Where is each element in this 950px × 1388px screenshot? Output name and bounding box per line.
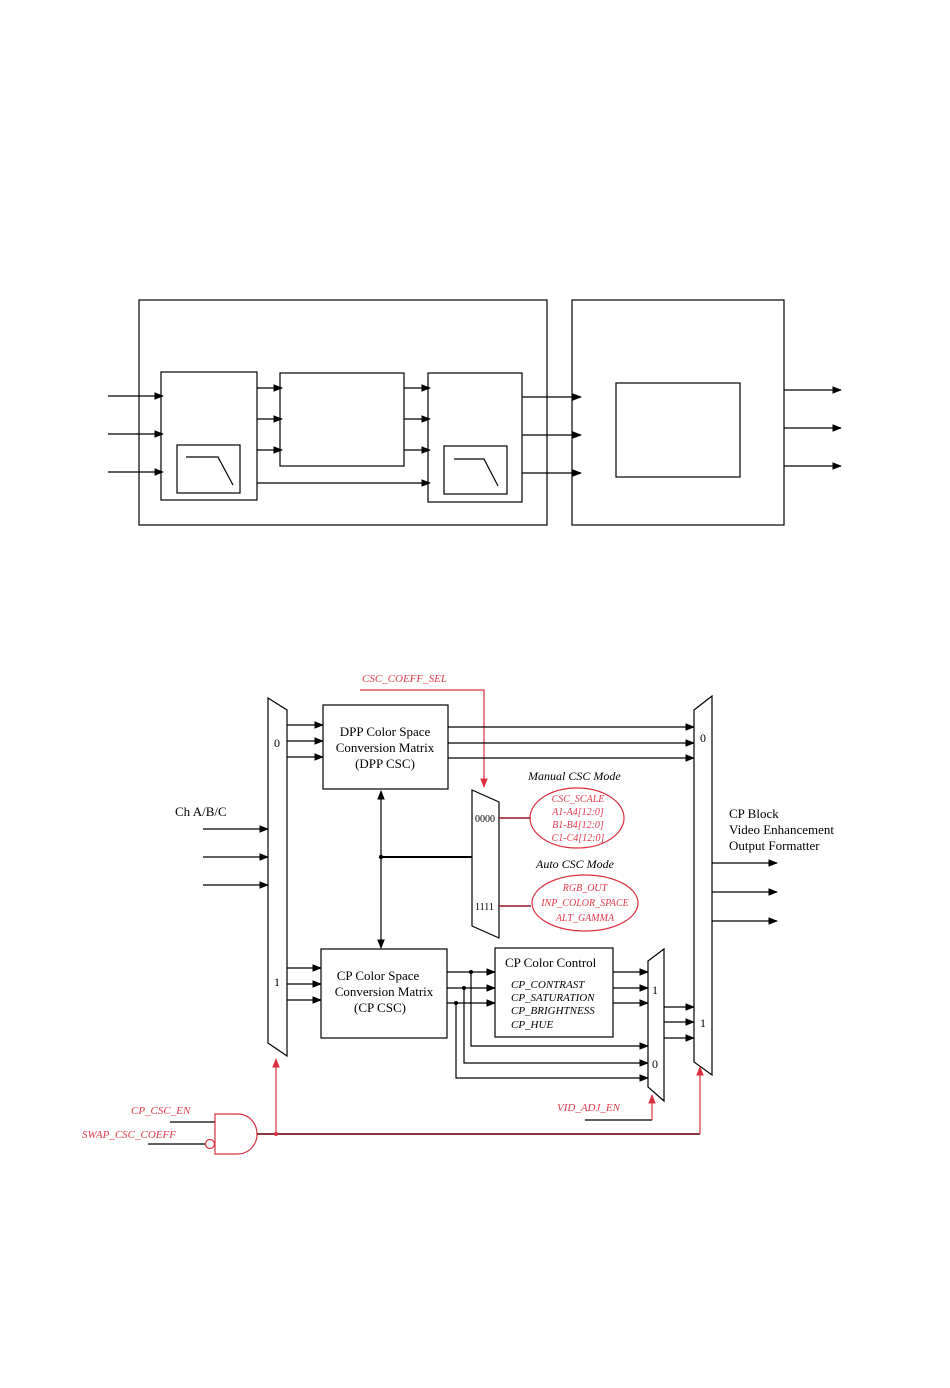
- color-control-to-adj-mux-arrows: [613, 968, 649, 1007]
- filter-block-1: [160, 371, 258, 501]
- cp-csc-block: [320, 948, 448, 1039]
- auto-params-oval: [531, 874, 639, 932]
- dpp-csc-line1: DPP Color Space: [340, 724, 431, 739]
- output-mux: [693, 694, 713, 1077]
- auto-param-2: ALT_GAMMA: [555, 913, 615, 924]
- coeff-mux: [471, 789, 500, 939]
- input-label: Ch A/B/C: [175, 804, 227, 819]
- filter-block-2: [427, 372, 523, 503]
- top-diagram: [108, 299, 842, 526]
- manual-param-0: CSC_SCALE: [552, 794, 605, 805]
- color-control-bypass-lines: [454, 970, 649, 1082]
- enable-junction: [274, 1132, 278, 1136]
- cp-color-control-title: CP Color Control: [505, 955, 597, 970]
- inner-output-block: [615, 382, 741, 478]
- vid-adj-en-label: VID_ADJ_EN: [557, 1102, 621, 1114]
- manual-param-3: C1-C4[12:0]: [552, 833, 605, 844]
- output-mux-sel0: 0: [700, 731, 706, 745]
- lowpass-curve-2: [454, 458, 499, 487]
- cp-csc-line1: CP Color Space: [337, 968, 420, 983]
- top-filter2-to-output-arrows: [522, 393, 582, 477]
- auto-param-0: RGB_OUT: [562, 883, 609, 894]
- adj-mux-sel1: 1: [652, 983, 658, 997]
- output-label-1: Video Enhancement: [729, 822, 834, 837]
- coeff-mux-code-auto: 1111: [475, 902, 494, 913]
- top-right-frame: [571, 299, 785, 526]
- dpp-csc-block: [322, 704, 449, 790]
- output-mux-sel1: 1: [700, 1016, 706, 1030]
- dpp-csc-line3: (DPP CSC): [355, 756, 415, 771]
- bottom-diagram: CSC_COEFF_SEL 0 1 Ch A/B/C DPP Color Spa…: [82, 673, 834, 1155]
- output-label-0: CP Block: [729, 806, 779, 821]
- adj-mux-sel0: 0: [652, 1057, 658, 1071]
- video-adjust-mux: [647, 947, 665, 1103]
- cp-color-param-0: CP_CONTRAST: [511, 979, 585, 991]
- dpp-csc-line2: Conversion Matrix: [336, 740, 435, 755]
- channel-input-arrows: [203, 825, 269, 889]
- input-mux-sel0: 0: [274, 736, 280, 750]
- dpp-csc-to-output-arrows: [448, 723, 695, 762]
- input-mux-sel1: 1: [274, 975, 280, 989]
- cp-color-param-2: CP_BRIGHTNESS: [511, 1005, 595, 1017]
- logic-gate-inverter-bubble: [204, 1138, 216, 1150]
- cp-color-param-1: CP_SATURATION: [511, 992, 595, 1004]
- manual-params-oval: [529, 787, 625, 849]
- csc-coeff-sel-label: CSC_COEFF_SEL: [362, 673, 447, 685]
- top-filter1-to-matrix-arrows: [257, 384, 283, 454]
- swap-csc-coeff-label: SWAP_CSC_COEFF: [82, 1129, 176, 1141]
- cp-csc-line2: Conversion Matrix: [335, 984, 434, 999]
- manual-param-2: B1-B4[12:0]: [552, 820, 604, 831]
- manual-mode-label: Manual CSC Mode: [527, 769, 621, 783]
- matrix-block: [279, 372, 405, 467]
- output-label-2: Output Formatter: [729, 838, 820, 853]
- top-matrix-to-filter2-arrows: [404, 384, 431, 454]
- coeff-mux-code-manual: 0000: [475, 814, 495, 825]
- auto-mode-label: Auto CSC Mode: [535, 857, 615, 871]
- manual-param-1: A1-A4[12:0]: [551, 807, 604, 818]
- lowpass-curve-1: [186, 456, 234, 486]
- cp-csc-line3: (CP CSC): [354, 1000, 406, 1015]
- logic-gate: [214, 1113, 258, 1155]
- top-left-frame: [138, 299, 548, 526]
- top-input-arrows: [108, 392, 164, 476]
- cp-color-control-block: [494, 947, 614, 1038]
- mux-to-dpp-csc-arrows: [287, 721, 324, 761]
- csc-coeff-sel-line: [360, 689, 488, 788]
- output-arrows: [712, 859, 778, 925]
- auto-param-1: INP_COLOR_SPACE: [540, 898, 629, 909]
- mux-to-cp-csc-arrows: [287, 964, 322, 1004]
- top-output-arrows: [784, 386, 842, 470]
- lowpass-filter-icon-1: [176, 444, 241, 494]
- cp-csc-en-label: CP_CSC_EN: [131, 1105, 191, 1117]
- input-mux: [267, 696, 288, 1058]
- adj-mux-to-output-arrows: [664, 1003, 695, 1042]
- cp-color-param-3: CP_HUE: [511, 1019, 553, 1031]
- lowpass-filter-icon-2: [443, 445, 508, 495]
